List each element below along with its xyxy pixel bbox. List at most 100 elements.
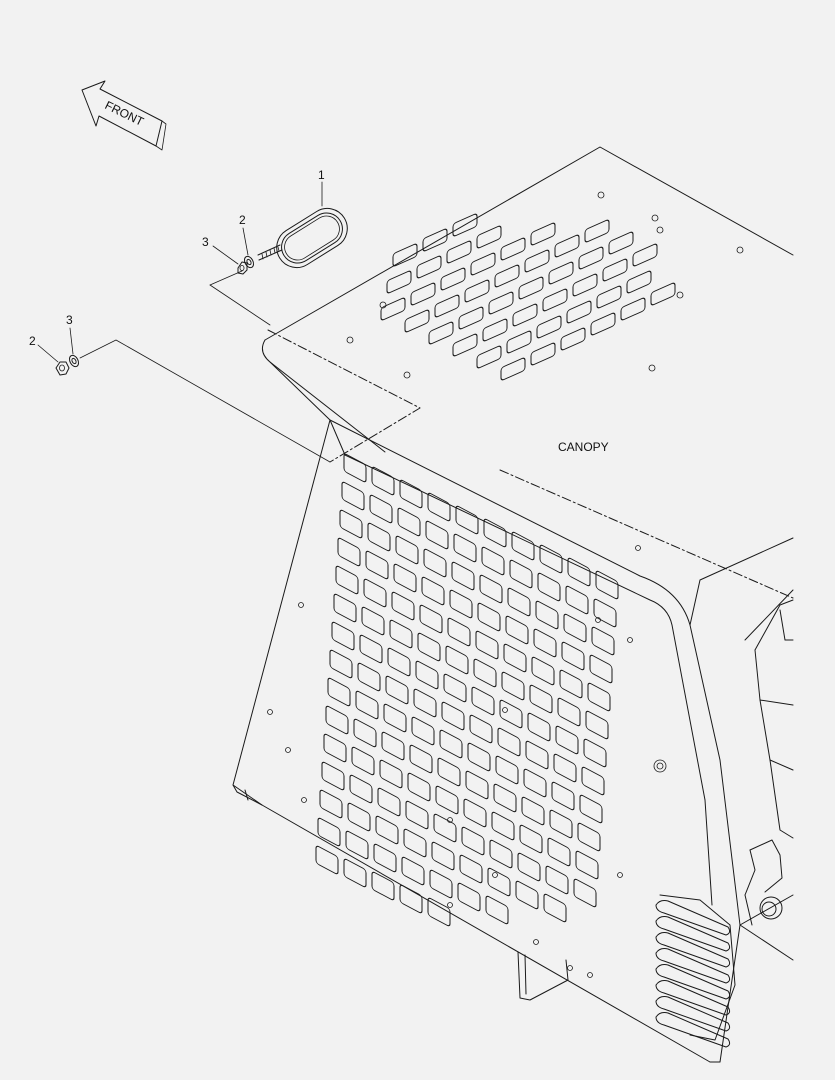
side-slot-outline xyxy=(429,869,453,899)
side-slot xyxy=(583,738,607,768)
side-slot-outline xyxy=(357,662,381,692)
side-slot-outline xyxy=(437,757,461,787)
side-slot xyxy=(429,869,453,899)
side-slot-outline xyxy=(473,658,497,688)
side-slot xyxy=(399,479,423,509)
side-slot xyxy=(581,766,605,796)
side-screen-slots xyxy=(315,453,619,927)
side-slot xyxy=(421,576,445,606)
side-slot-outline xyxy=(573,878,597,908)
side-hole xyxy=(595,617,601,623)
roof-slot-outline xyxy=(446,240,472,264)
side-slot-outline xyxy=(521,796,545,826)
side-slot xyxy=(585,710,609,740)
side-slot xyxy=(473,658,497,688)
roof-slot xyxy=(650,282,676,306)
roof-slot-outline xyxy=(476,225,502,249)
roof-slot xyxy=(602,258,628,282)
roof-slot-outline xyxy=(494,264,520,288)
side-slot-outline xyxy=(345,830,369,860)
side-slot-outline xyxy=(407,772,431,802)
side-slot-outline xyxy=(531,656,555,686)
roof-slot xyxy=(512,303,538,327)
side-slot-outline xyxy=(401,856,425,886)
roof-slot xyxy=(446,240,472,264)
side-slot-outline xyxy=(367,522,391,552)
side-slot xyxy=(403,828,427,858)
callout-3-upper: 3 xyxy=(202,235,209,249)
side-slot xyxy=(329,649,353,679)
side-slot-outline xyxy=(455,505,479,535)
side-slot xyxy=(545,865,569,895)
side-slot xyxy=(467,742,491,772)
side-slot xyxy=(337,537,361,567)
side-slot xyxy=(425,520,449,550)
callout-leaders xyxy=(37,181,323,363)
side-slot-outline xyxy=(577,822,601,852)
side-slot xyxy=(453,533,477,563)
side-slot xyxy=(523,768,547,798)
side-slot xyxy=(433,813,457,843)
side-slot-outline xyxy=(447,617,471,647)
side-slot-outline xyxy=(321,761,345,791)
side-slot xyxy=(327,677,351,707)
side-slot-outline xyxy=(421,576,445,606)
roof-slot-outline xyxy=(428,321,454,345)
side-slot-outline xyxy=(549,809,573,839)
roof-slot xyxy=(494,264,520,288)
roof-slot-outline xyxy=(626,270,652,294)
side-slot-outline xyxy=(545,865,569,895)
roof-slot xyxy=(452,213,478,237)
lower-hardware xyxy=(55,339,331,463)
side-slot-outline xyxy=(467,742,491,772)
side-slot-outline xyxy=(477,602,501,632)
roof-slot xyxy=(482,318,508,342)
side-slot-outline xyxy=(365,550,389,580)
roof-slot-outline xyxy=(572,273,598,297)
side-slot xyxy=(499,699,523,729)
side-slot-outline xyxy=(551,781,575,811)
side-slot xyxy=(543,893,567,923)
side-slot-outline xyxy=(337,537,361,567)
bottom-foot xyxy=(517,951,569,1001)
roof-slot-outline xyxy=(392,243,418,267)
roof-slot xyxy=(530,342,556,366)
roof-slot-outline xyxy=(596,285,622,309)
side-slot xyxy=(399,884,423,914)
side-slot-outline xyxy=(329,649,353,679)
side-slot xyxy=(393,563,417,593)
side-slot xyxy=(595,570,619,600)
side-slot-outline xyxy=(385,675,409,705)
side-slot-outline xyxy=(593,598,617,628)
side-slot xyxy=(565,585,589,615)
side-slot xyxy=(457,882,481,912)
roof-slot-outline xyxy=(422,228,448,252)
side-slot xyxy=(427,897,451,927)
side-slot xyxy=(459,854,483,884)
roof-hole xyxy=(403,371,411,379)
side-slot xyxy=(339,509,363,539)
roof-slot-outline xyxy=(404,309,430,333)
side-slot xyxy=(515,880,539,910)
roof-slot-outline xyxy=(530,342,556,366)
side-slot xyxy=(317,817,341,847)
side-hole xyxy=(298,602,304,608)
callout-2-upper: 2 xyxy=(239,213,246,227)
side-slot xyxy=(415,660,439,690)
roof-slot xyxy=(518,276,544,300)
side-slot xyxy=(335,565,359,595)
roof-slot xyxy=(404,309,430,333)
side-slot xyxy=(465,770,489,800)
side-slot xyxy=(449,589,473,619)
side-slot xyxy=(503,643,527,673)
louver-outline xyxy=(655,900,731,936)
louver-outline xyxy=(655,980,731,1016)
side-slot xyxy=(525,740,549,770)
side-slot xyxy=(517,852,541,882)
roof-slot xyxy=(500,357,526,381)
roof-slot xyxy=(608,231,634,255)
callout-1: 1 xyxy=(318,168,325,182)
side-slot-outline xyxy=(411,716,435,746)
roof-slot xyxy=(530,222,556,246)
